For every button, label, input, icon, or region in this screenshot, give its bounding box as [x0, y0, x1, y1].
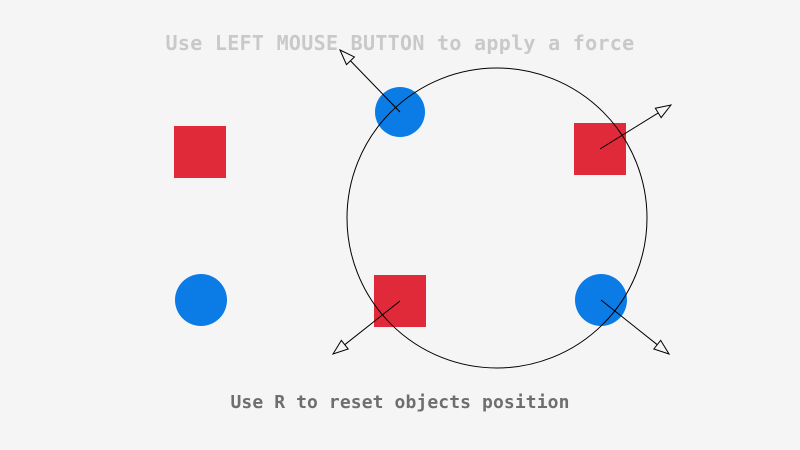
force-arrow-line-blue-circle-top: [350, 60, 401, 113]
boundary-circle: [346, 67, 648, 369]
blue-circle-left[interactable]: [175, 274, 227, 326]
force-arrow-line-blue-circle-right: [600, 299, 658, 346]
force-arrow-head-blue-circle-right: [652, 339, 671, 355]
force-arrow-head-red-square-right: [654, 104, 673, 119]
force-arrow-head-red-square-center: [331, 339, 350, 355]
force-arrow-line-red-square-right: [599, 112, 659, 150]
force-arrow-line-red-square-center: [344, 300, 401, 346]
instruction-reset: Use R to reset objects position: [230, 392, 570, 413]
force-arrow-head-blue-circle-top: [338, 48, 356, 66]
red-square-left[interactable]: [174, 126, 226, 178]
instruction-apply-force: Use LEFT MOUSE BUTTON to apply a force: [165, 31, 635, 55]
